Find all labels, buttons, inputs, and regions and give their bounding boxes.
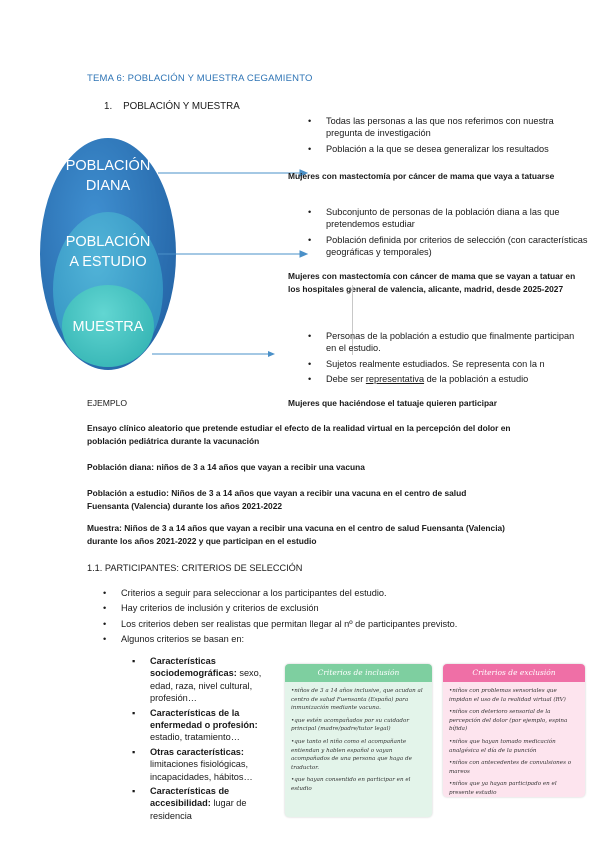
- page-title: TEMA 6: POBLACIÓN Y MUESTRA CEGAMIENTO: [87, 73, 313, 84]
- inclusion-body: •niños de 3 a 14 años inclusive, que acu…: [285, 682, 432, 803]
- section-heading-poblacion: 1. POBLACIÓN Y MUESTRA: [104, 101, 240, 112]
- estudio-description: •Subconjunto de personas de la población…: [308, 206, 590, 262]
- list-item: ▪Características de accesibilidad: lugar…: [132, 786, 247, 821]
- list-item: ▪Características sociodemográficas: sexo…: [132, 656, 262, 704]
- list-item: •Personas de la población a estudio que …: [308, 331, 575, 354]
- list-item: •Sujetos realmente estudiados. Se repres…: [308, 358, 545, 369]
- muestra-example: Mujeres que haciéndose el tatuaje quiere…: [288, 398, 497, 408]
- exclusion-item: •niños que ya hayan participado en el pr…: [449, 781, 557, 796]
- divider-line: [352, 285, 353, 355]
- inclusion-item: •que hayan consentido en participar en e…: [291, 777, 411, 792]
- section-heading-criterios: 1.1. PARTICIPANTES: CRITERIOS DE SELECCI…: [87, 563, 303, 573]
- list-item: •Población a la que se desea generalizar…: [308, 143, 549, 154]
- list-item: •Algunos criterios se basan en:: [103, 634, 245, 645]
- inclusion-item: •niños de 3 a 14 años inclusive, que acu…: [291, 688, 423, 712]
- diana-description: •Todas las personas a las que nos referi…: [308, 115, 578, 158]
- ejemplo-diana: Población diana: niños de 3 a 14 años qu…: [87, 462, 365, 472]
- list-item: •Población definida por criterios de sel…: [308, 234, 588, 258]
- criterios-list: •Criterios a seguir para seleccionar a l…: [103, 587, 523, 649]
- list-item: ▪Características de la enfermedad o prof…: [132, 707, 258, 743]
- ejemplo-label: EJEMPLO: [87, 398, 128, 408]
- section-number: 1.: [104, 101, 113, 112]
- inclusion-item: •que tanto el niño como el acompañante e…: [291, 738, 412, 771]
- criterios-sublist: ▪Características sociodemográficas: sexo…: [132, 655, 270, 824]
- exclusion-item: •niños que hayan tomado medicación analg…: [449, 738, 556, 754]
- exclusion-item: •niños con antecedentes de convulsiones …: [449, 760, 572, 775]
- list-item: •Debe ser representativa de la población…: [308, 374, 529, 385]
- list-item: •Subconjunto de personas de la población…: [308, 207, 560, 230]
- list-item: •Todas las personas a las que nos referi…: [308, 116, 554, 139]
- ejemplo-intro: Ensayo clínico aleatorio que pretende es…: [87, 423, 511, 446]
- exclusion-card: Criterios de exclusión •niños con proble…: [443, 664, 585, 797]
- muestra-description: •Personas de la población a estudio que …: [308, 330, 578, 389]
- list-item: •Hay criterios de inclusión y criterios …: [103, 603, 319, 614]
- ejemplo-muestra: Muestra: Niños de 3 a 14 años que vayan …: [87, 523, 505, 546]
- exclusion-item: •niños con problemas sensoriales que imp…: [449, 688, 566, 703]
- population-diagram: POBLACIÓN DIANA POBLACIÓN A ESTUDIO MUES…: [40, 138, 176, 370]
- diana-example: Mujeres con mastectomía por cáncer de ma…: [288, 171, 555, 181]
- exclusion-body: •niños con problemas sensoriales que imp…: [443, 682, 585, 797]
- list-item: •Los criterios deben ser realistas que p…: [103, 618, 458, 629]
- oval-label-estudio: POBLACIÓN A ESTUDIO: [65, 234, 151, 270]
- inclusion-item: •que estén acompañados por su cuidador p…: [291, 717, 409, 733]
- oval-label-muestra: MUESTRA: [72, 319, 144, 335]
- list-item: •Criterios a seguir para seleccionar a l…: [103, 588, 387, 598]
- section-label: POBLACIÓN Y MUESTRA: [123, 101, 240, 112]
- oval-label-diana: POBLACIÓN DIANA: [65, 158, 151, 194]
- exclusion-item: •niños con deterioro sensorial de la per…: [449, 709, 568, 733]
- ejemplo-estudio: Población a estudio: Niños de 3 a 14 año…: [87, 488, 467, 511]
- estudio-example: Mujeres con mastectomía con cáncer de ma…: [288, 271, 576, 294]
- arrow-muestra: [152, 351, 275, 357]
- oval-muestra: MUESTRA: [62, 285, 154, 367]
- diagram-arrows: [158, 169, 309, 355]
- inclusion-card: Criterios de inclusión •niños de 3 a 14 …: [285, 664, 432, 817]
- inclusion-title: Criterios de inclusión: [285, 664, 432, 682]
- list-item: ▪Otras características: limitaciones fis…: [132, 746, 253, 782]
- exclusion-title: Criterios de exclusión: [443, 664, 585, 682]
